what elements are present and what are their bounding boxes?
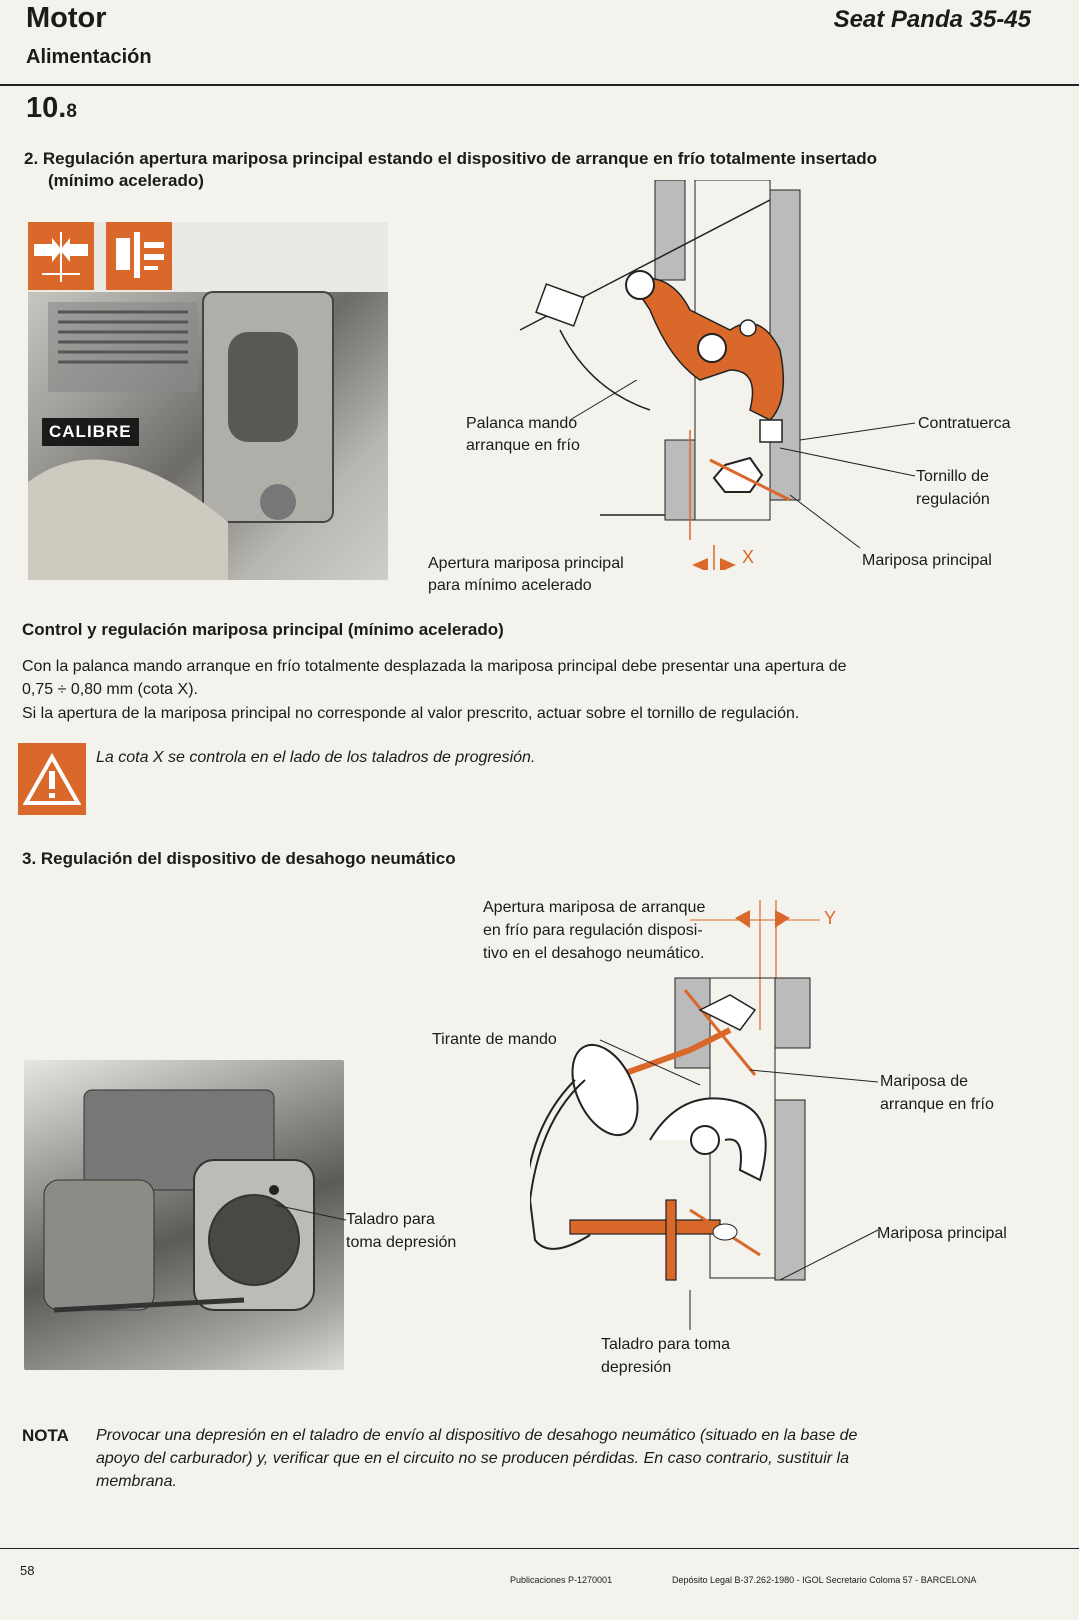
diagram2-leaders: [600, 1039, 879, 1330]
warning-triangle-icon: [22, 752, 82, 805]
label-palanca-2: arranque en frío: [466, 437, 580, 454]
label-mariposa-principal-2: Mariposa principal: [877, 1225, 1007, 1242]
control-paragraph-2: 0,75 ÷ 0,80 mm (cota X).: [22, 681, 198, 698]
label-taladro-diag-1: Taladro para toma: [601, 1336, 730, 1353]
photo2-sketch: [43, 1089, 315, 1313]
adjust-gap-icon: [28, 222, 94, 290]
label-apertura-2: para mínimo acelerado: [428, 577, 592, 594]
label-tornillo-1: Tornillo de: [916, 468, 989, 485]
diagram-pneumatic-relief: [530, 900, 820, 1281]
header-subtitle: Alimentación: [26, 46, 152, 68]
nota-label: NOTA: [22, 1426, 69, 1445]
nota-line-2: apoyo del carburador) y, verificar que e…: [96, 1450, 849, 1467]
label-cota-x: X: [742, 547, 755, 567]
nota-line-1: Provocar una depresión en el taladro de …: [96, 1427, 858, 1444]
label-apertura-arranque-3: tivo en el desahogo neumático.: [483, 945, 705, 962]
footer-rule: [0, 1548, 1079, 1549]
label-cota-y: Y: [824, 908, 837, 928]
diagram-throttle-min: [519, 180, 801, 540]
control-paragraph-3: Si la apertura de la mariposa principal …: [22, 705, 800, 722]
section-number-main: 10.: [26, 92, 67, 124]
warning-text: La cota X se controla en el lado de los …: [96, 749, 536, 766]
label-taladro-diag-2: depresión: [601, 1359, 672, 1376]
section2-heading-line1: 2. Regulación apertura mariposa principa…: [24, 149, 878, 168]
carburetor-photo-depresion: [24, 1060, 344, 1370]
label-apertura-arranque-2: en frío para regulación disposi-: [483, 922, 703, 939]
warning-icon-box: [18, 743, 86, 815]
label-taladro-photo-1: Taladro para: [346, 1211, 435, 1228]
label-mariposa-arranque-2: arranque en frío: [880, 1096, 994, 1113]
leader-taladro-photo: [274, 1204, 347, 1221]
footer-publicaciones: Publicaciones P-1270001: [510, 1575, 613, 1585]
label-palanca-1: Palanca mando: [466, 415, 578, 432]
label-mariposa-arranque-1: Mariposa de: [880, 1073, 969, 1090]
section-number: 10.8: [26, 92, 77, 125]
section3-heading: 3. Regulación del dispositivo de desahog…: [22, 849, 456, 868]
diagram1-leaders: [569, 380, 916, 570]
footer-deposito: Depósito Legal B-37.262-1980 - IGOL Secr…: [672, 1575, 977, 1585]
screw-adjust-icon: [106, 222, 172, 290]
header-rule: [0, 84, 1079, 86]
label-contratuerca: Contratuerca: [918, 415, 1011, 432]
carburetor-photo-calibre: [28, 222, 388, 580]
label-taladro-photo-2: toma depresión: [346, 1234, 457, 1251]
label-tornillo-2: regulación: [916, 491, 990, 508]
page-number: 58: [20, 1563, 35, 1578]
header-title: Motor: [26, 2, 107, 34]
control-paragraph-1: Con la palanca mando arranque en frío to…: [22, 658, 847, 675]
label-apertura-arranque-1: Apertura mariposa de arranque: [483, 899, 706, 916]
label-mariposa-principal-1: Mariposa principal: [862, 552, 992, 569]
photo-label-calibre: CALIBRE: [42, 418, 139, 446]
photo-sketch: [28, 222, 388, 580]
label-tirante: Tirante de mando: [432, 1031, 557, 1048]
section2-heading-line2: (mínimo acelerado): [48, 171, 204, 190]
control-heading: Control y regulación mariposa principal …: [22, 620, 504, 639]
label-apertura-1: Apertura mariposa principal: [428, 555, 624, 572]
nota-line-3: membrana.: [96, 1473, 177, 1490]
header-model: Seat Panda 35-45: [833, 6, 1031, 33]
section-number-sub: 8: [66, 101, 77, 122]
